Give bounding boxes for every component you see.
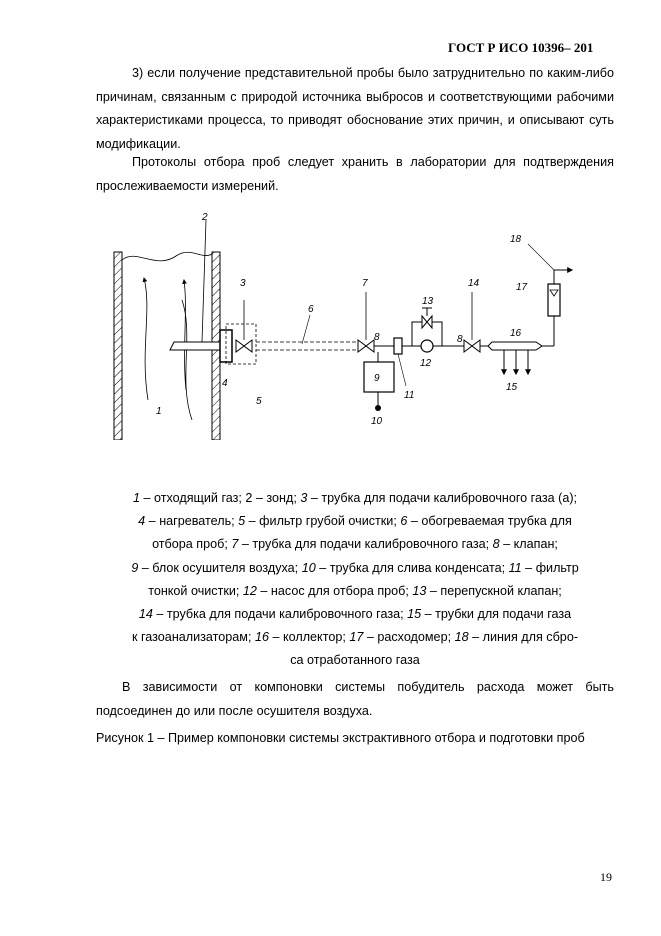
flow-arrow [182, 279, 187, 391]
legend-line: 14 – трубка для подачи калибровочного га… [138, 607, 572, 622]
label-12: 12 [420, 358, 432, 369]
label-8a: 8 [374, 332, 380, 343]
legend-line: отбора проб; 7 – трубка для подачи калиб… [152, 537, 558, 552]
figure-caption: Рисунок 1 – Пример компоновки системы эк… [96, 731, 585, 745]
filter-enclosure [225, 323, 257, 365]
label-10: 10 [371, 416, 383, 427]
stack-break-line [121, 251, 213, 262]
paragraph-modification: 3) если получение представительной пробы… [96, 66, 614, 151]
label-13: 13 [422, 296, 434, 307]
label-18: 18 [510, 234, 522, 245]
label-15: 15 [506, 382, 518, 393]
fine-filter [393, 337, 403, 355]
condensate-drain [375, 405, 381, 411]
paragraph-pump-placement: В зависимости от компоновки системы побу… [96, 680, 614, 718]
document-header: ГОСТ Р ИСО 10396– 201 [448, 40, 594, 55]
legend-line: са отработанного газа [290, 653, 420, 668]
dryer-block [363, 361, 395, 393]
label-3: 3 [240, 278, 246, 289]
figure-legend: 1 – отходящий газ; 2 – зонд; 3 – трубка … [96, 487, 614, 673]
label-5: 5 [256, 396, 262, 407]
legend-line: 4 – нагреватель; 5 – фильтр грубой очист… [138, 514, 572, 529]
bypass-valve [421, 314, 433, 330]
label-6: 6 [308, 304, 314, 315]
paragraph-protocols: Протоколы отбора проб следует хранить в … [96, 155, 614, 193]
sampling-system-diagram: 2 1 3 4 5 6 7 8 9 10 11 12 13 14 8 15 16… [113, 212, 574, 440]
legend-line: к газоанализаторам; 16 – коллектор; 17 –… [131, 630, 579, 645]
label-4: 4 [222, 378, 228, 389]
legend-line: 9 – блок осушителя воздуха; 10 – трубка … [131, 560, 579, 575]
probe-leader [201, 219, 207, 343]
page-number: 19 [600, 870, 612, 884]
sampling-pump [420, 339, 434, 353]
label-17: 17 [516, 282, 528, 293]
probe [169, 341, 227, 351]
stack-wall-left [113, 251, 123, 440]
valve-8 [357, 339, 375, 353]
legend-line: тонкой очистки; 12 – насос для отбора пр… [148, 583, 562, 598]
flowmeter [547, 283, 561, 317]
manifold [480, 341, 543, 351]
flow-arrow [142, 277, 149, 401]
label-7: 7 [362, 278, 368, 289]
label-2: 2 [201, 212, 208, 223]
valve-3 [235, 339, 253, 353]
valve-14 [463, 339, 481, 353]
label-1: 1 [156, 406, 162, 417]
flow-arrow [181, 299, 193, 421]
label-8b: 8 [457, 334, 463, 345]
legend-line: 1 – отходящий газ; 2 – зонд; 3 – трубка … [132, 491, 578, 505]
label-9: 9 [374, 373, 380, 384]
label-16: 16 [510, 328, 522, 339]
label-11: 11 [404, 390, 414, 401]
label-14: 14 [468, 278, 480, 289]
